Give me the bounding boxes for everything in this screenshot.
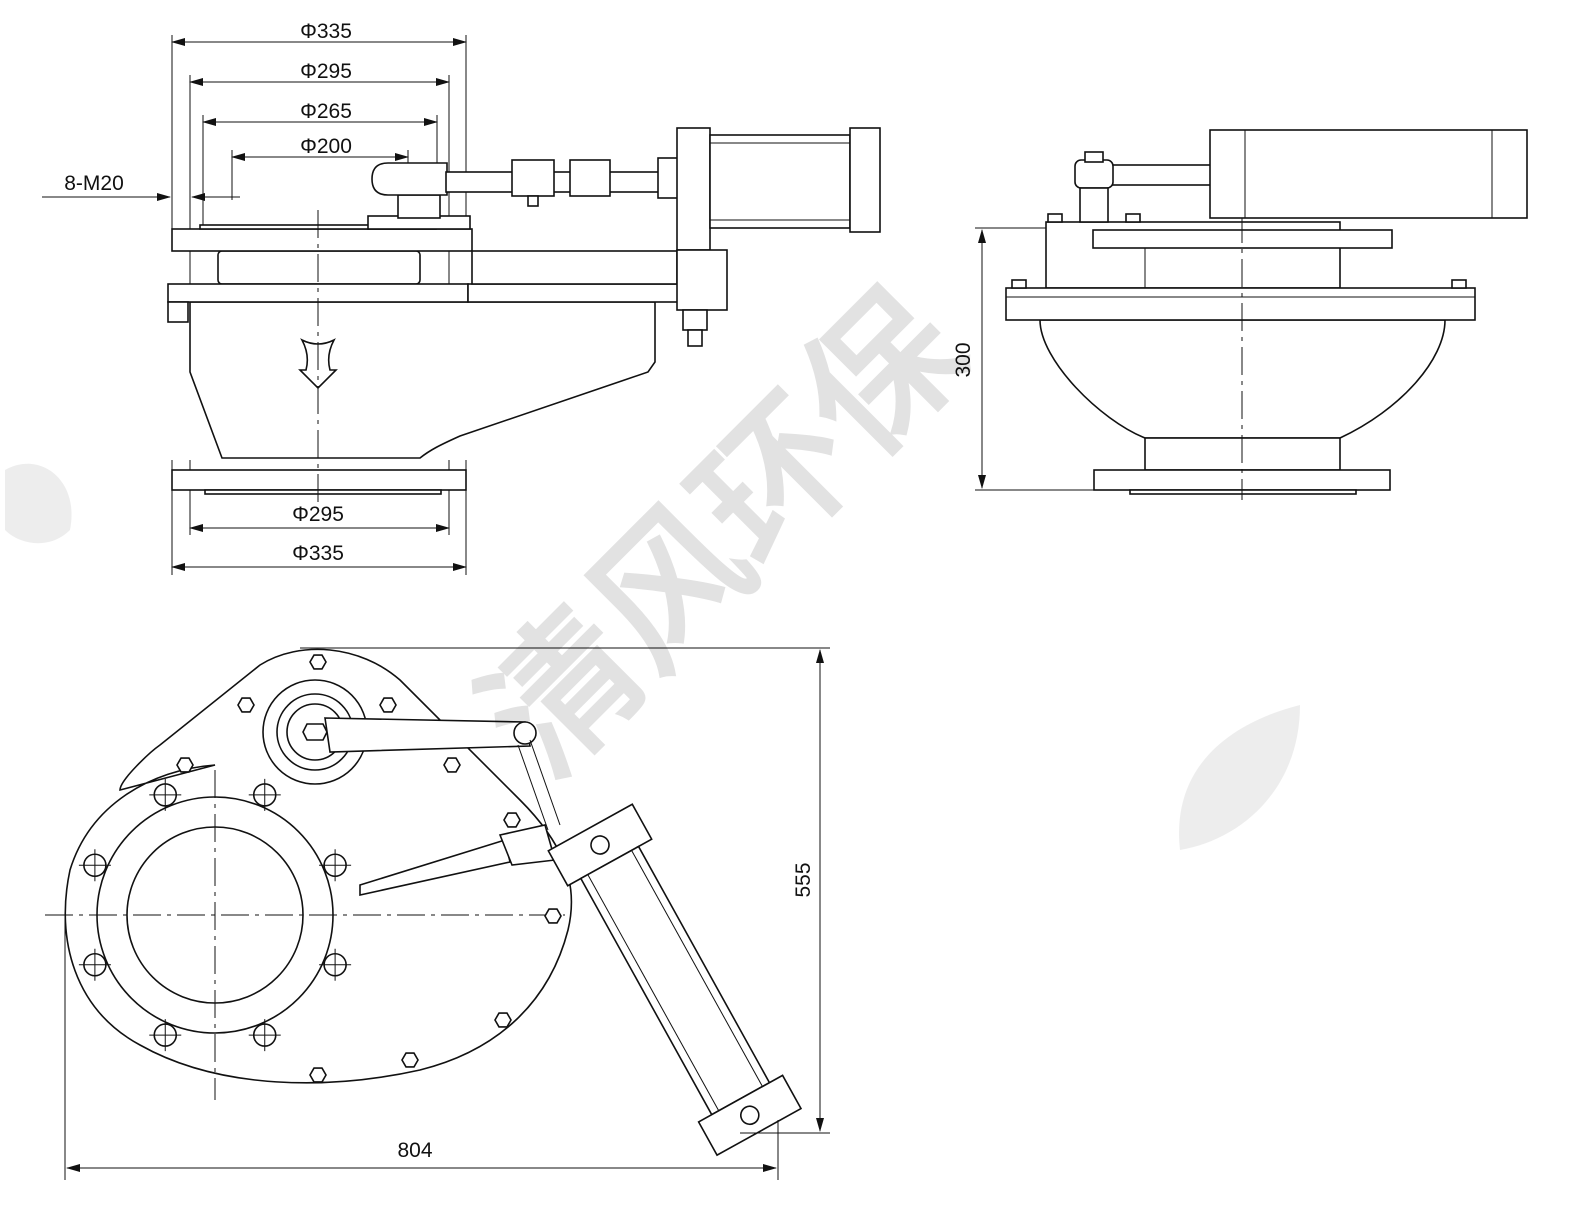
flow-direction-arrow-icon [298, 338, 338, 390]
leaf-icon [5, 463, 1300, 850]
hex-bolt-icon [379, 697, 397, 713]
hex-bolt-icon [494, 1012, 512, 1028]
plan-view: 555 804 [45, 647, 830, 1180]
dim-top-outer-diameter: Φ335 [300, 20, 352, 43]
hex-bolt-icon [503, 812, 521, 828]
front-view: Φ335 Φ295 Φ265 Φ200 8-M20 Φ295 Φ335 [42, 20, 881, 575]
dim-top-bolt-circle: Φ295 [300, 60, 352, 83]
bolt-spec-label: 8-M20 [64, 172, 124, 195]
dim-width: 804 [397, 1139, 432, 1162]
dim-height: 300 [952, 342, 975, 377]
hex-bolt-icon [237, 697, 255, 713]
cover-bolts [176, 654, 562, 1083]
dim-bottom-bolt-circle: Φ295 [292, 503, 344, 526]
side-view: 300 [952, 129, 1528, 500]
dim-bottom-outer-diameter: Φ335 [292, 542, 344, 565]
dim-top-seal-diameter: Φ265 [300, 100, 352, 123]
dim-depth: 555 [792, 862, 815, 897]
flange-bolt-holes [78, 778, 352, 1052]
hex-bolt-icon [401, 1052, 419, 1068]
hex-bolt-icon [544, 908, 562, 924]
hex-bolt-icon [443, 757, 461, 773]
dim-top-bore: Φ200 [300, 135, 352, 158]
hex-bolt-icon [309, 654, 327, 670]
hex-bolt-icon [309, 1067, 327, 1083]
hex-bolt-icon [176, 757, 194, 773]
